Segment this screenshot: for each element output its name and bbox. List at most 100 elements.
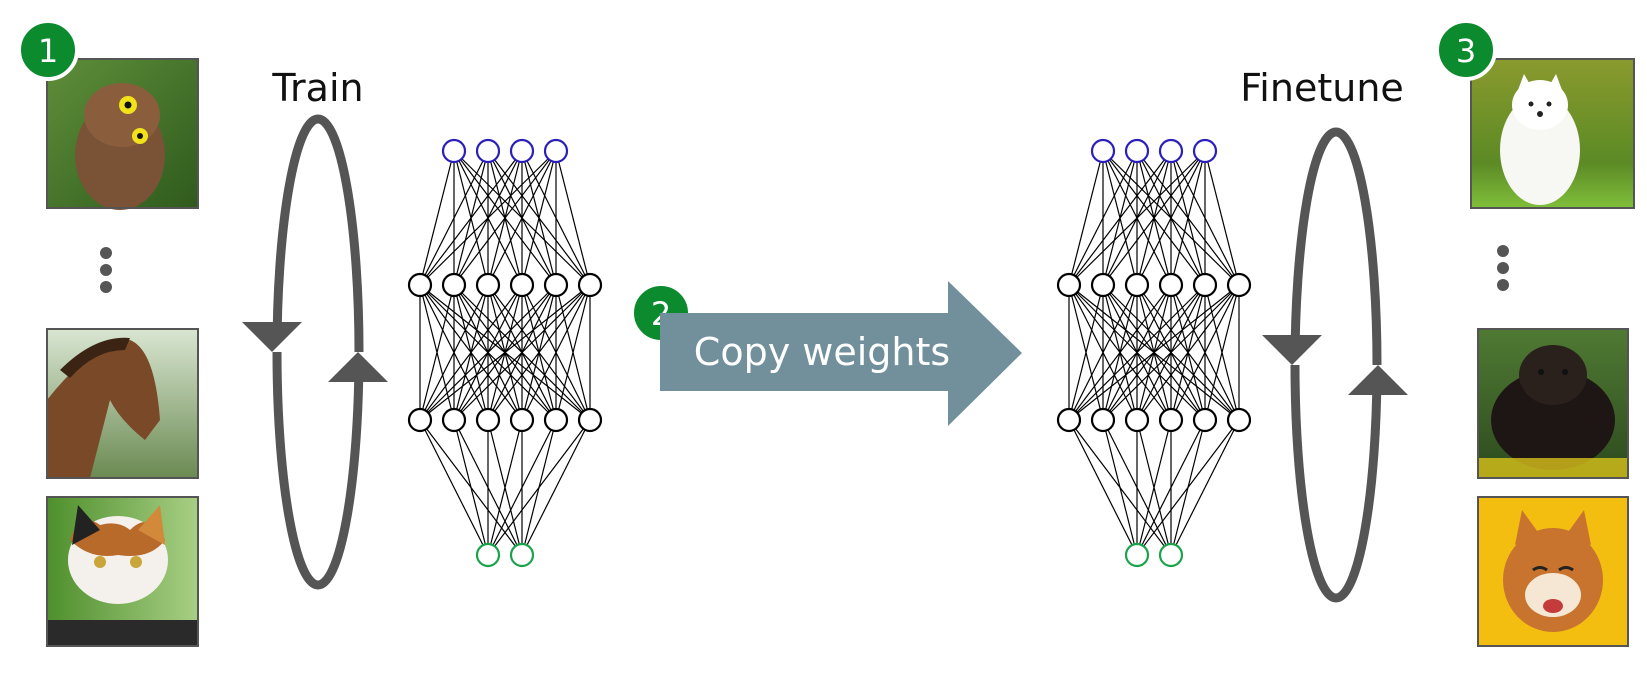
network-edge	[453, 150, 557, 286]
input-neuron	[1124, 138, 1150, 164]
network-edge	[487, 419, 591, 556]
hidden-neuron	[1124, 272, 1150, 298]
network-edge	[1068, 284, 1172, 421]
network-edge	[419, 150, 489, 286]
network-edge	[1136, 284, 1240, 421]
network-edge	[419, 150, 557, 286]
samoyed-dog-photo	[1470, 58, 1635, 209]
cat-photo	[46, 496, 199, 647]
more-images-ellipsis	[1497, 245, 1509, 291]
network-edge	[1068, 284, 1240, 421]
step-badge-1: 1	[17, 19, 79, 81]
source-image-stack	[46, 58, 199, 647]
input-neuron	[1158, 138, 1184, 164]
target-image-stack	[1470, 58, 1635, 647]
hidden-neuron	[577, 407, 603, 433]
hidden-neuron	[1226, 407, 1252, 433]
hidden-neuron	[509, 272, 535, 298]
network-edge	[419, 284, 523, 421]
network-edge	[1204, 284, 1240, 421]
hidden-neuron	[441, 407, 467, 433]
network-edge	[1068, 150, 1206, 286]
copy-weights-arrow: Copy weights	[660, 281, 1022, 426]
network-edge	[1136, 150, 1206, 286]
network-connections	[1068, 150, 1240, 556]
more-images-ellipsis	[100, 247, 112, 293]
train-loop-icon	[242, 114, 388, 590]
network-edge	[419, 150, 455, 286]
network-edge	[487, 419, 557, 556]
network-edge	[1136, 419, 1240, 556]
network-edge	[1068, 150, 1138, 286]
network-edge	[1068, 419, 1138, 556]
input-neuron	[543, 138, 569, 164]
hidden-neuron	[1090, 407, 1116, 433]
network-edge	[521, 150, 557, 286]
network-edge	[1170, 419, 1240, 556]
output-neuron	[509, 542, 535, 568]
network-edge	[1136, 419, 1206, 556]
network-edge	[521, 419, 591, 556]
network-edge	[1102, 150, 1206, 286]
hidden-neuron	[543, 272, 569, 298]
output-neuron	[1124, 542, 1150, 568]
hidden-neuron	[1226, 272, 1252, 298]
network-edge	[487, 150, 557, 286]
network-edge	[419, 284, 591, 421]
newfoundland-dog-photo	[1477, 328, 1629, 479]
output-neuron	[475, 542, 501, 568]
network-edge	[1068, 284, 1206, 421]
output-neuron	[1158, 542, 1184, 568]
copy-weights-label: Copy weights	[694, 330, 950, 374]
input-neuron	[1192, 138, 1218, 164]
hidden-neuron	[1158, 407, 1184, 433]
network-edge	[1102, 284, 1240, 421]
network-edge	[521, 284, 591, 421]
hidden-neuron	[1124, 407, 1150, 433]
finetuned-network	[1056, 138, 1252, 568]
network-edge	[453, 284, 591, 421]
network-edge	[487, 419, 523, 556]
hidden-neuron	[475, 407, 501, 433]
input-neuron	[441, 138, 467, 164]
step-badge-3: 3	[1435, 19, 1497, 81]
hidden-neuron	[441, 272, 467, 298]
network-edge	[419, 284, 489, 421]
network-edge	[1068, 150, 1172, 286]
input-neuron	[509, 138, 535, 164]
hidden-neuron	[475, 272, 501, 298]
owl-photo	[46, 58, 199, 210]
network-edge	[1068, 150, 1104, 286]
network-edge	[1102, 419, 1138, 556]
hidden-neuron	[1192, 407, 1218, 433]
network-edge	[487, 284, 591, 421]
shiba-inu-dog-photo	[1477, 496, 1629, 647]
network-edge	[1170, 284, 1240, 421]
horse-photo	[46, 328, 199, 479]
finetune-loop-icon	[1262, 127, 1408, 603]
input-neuron	[475, 138, 501, 164]
network-edge	[1170, 150, 1206, 286]
input-neuron	[1090, 138, 1116, 164]
hidden-neuron	[577, 272, 603, 298]
pretrained-network	[407, 138, 603, 568]
network-edge	[555, 150, 591, 286]
hidden-neuron	[1158, 272, 1184, 298]
step-number: 3	[1456, 32, 1476, 70]
hidden-neuron	[1056, 272, 1082, 298]
network-edge	[1068, 284, 1104, 421]
hidden-neuron	[509, 407, 535, 433]
hidden-neuron	[543, 407, 569, 433]
network-edge	[1068, 284, 1138, 421]
network-edge	[419, 284, 455, 421]
hidden-neuron	[407, 272, 433, 298]
hidden-neuron	[1090, 272, 1116, 298]
hidden-neuron	[1192, 272, 1218, 298]
step-number: 1	[38, 32, 58, 70]
finetune-label: Finetune	[1240, 66, 1404, 110]
network-edge	[419, 284, 557, 421]
hidden-neuron	[1056, 407, 1082, 433]
network-edge	[1204, 150, 1240, 286]
network-connections	[419, 150, 591, 556]
